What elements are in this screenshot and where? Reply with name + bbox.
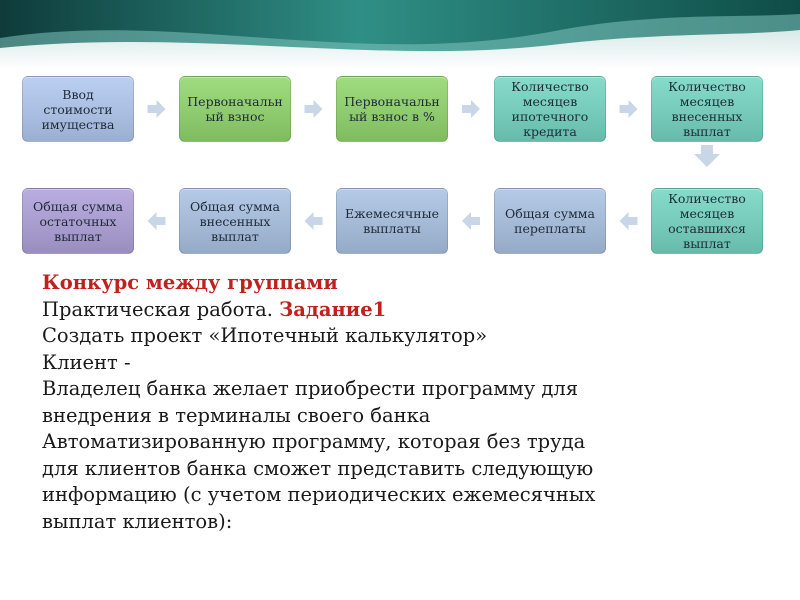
client-line: Клиент - <box>42 350 131 374</box>
flow-box-row2-3: Ежемесячные выплаты <box>336 188 448 254</box>
para-line-4: для клиентов банка сможет представить сл… <box>42 456 594 480</box>
practical-work-label: Практическая работа. <box>42 297 280 321</box>
flow-box-row1-4: Количество месяцев ипотечного кредита <box>494 76 606 142</box>
flow-box-row2-5: Количество месяцев оставшихся выплат <box>651 188 763 254</box>
para-line-1: Владелец банка желает приобрести програм… <box>42 377 579 400</box>
para-line-6: выплат клиентов): <box>42 509 233 533</box>
contest-title: Конкурс между группами <box>42 271 338 294</box>
arrow-right-3 <box>462 100 480 118</box>
para-line-5: информацию (с учетом периодических ежеме… <box>42 483 596 506</box>
flow-box-row1-3: Первоначальный взнос в % <box>336 76 448 142</box>
flow-arrows <box>147 100 720 230</box>
flow-box-row1-1: Ввод стоимости имущества <box>22 76 134 142</box>
arrow-left-3 <box>462 212 480 230</box>
arrow-right-2 <box>304 100 323 118</box>
arrow-left-1 <box>147 212 166 230</box>
arrow-right-4 <box>619 100 638 118</box>
flow-box-row2-2: Общая сумма внесенных выплат <box>179 188 291 254</box>
project-line: Создать проект «Ипотечный калькулятор» <box>42 324 488 347</box>
arrow-down <box>694 145 720 167</box>
flow-box-row2-1: Общая сумма остаточных выплат <box>22 188 134 254</box>
flow-box-row1-2: Первоначальный взнос <box>179 76 291 142</box>
header-wave-banner <box>0 0 800 70</box>
arrow-left-2 <box>304 212 323 230</box>
para-line-2: внедрения в терминалы своего банка <box>42 403 431 427</box>
arrow-left-4 <box>619 212 638 230</box>
flow-box-row1-5: Количество месяцев внесенных выплат <box>651 76 763 142</box>
flow-box-row2-4: Общая сумма переплаты <box>494 188 606 254</box>
task-number: Задание1 <box>279 297 387 321</box>
para-line-3: Автоматизированную программу, которая бе… <box>42 430 586 453</box>
arrow-right-1 <box>147 100 166 118</box>
task-description: Конкурс между группами Практическая рабо… <box>42 270 782 535</box>
